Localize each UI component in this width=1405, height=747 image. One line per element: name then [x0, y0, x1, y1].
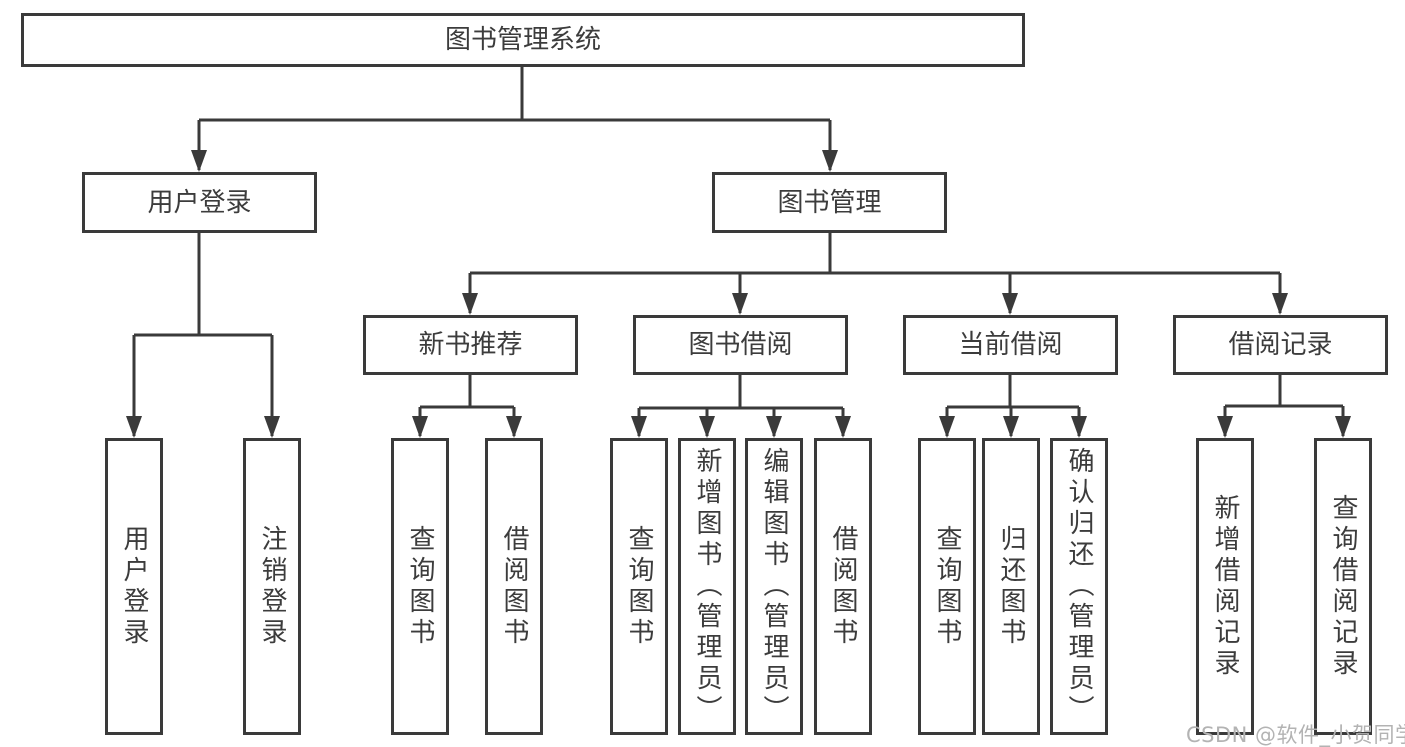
leaf-add-book-admin: 新增图书（管理员） — [678, 438, 736, 735]
arrowheads — [126, 150, 1351, 438]
leaf-query-borrow-record: 查询借阅记录 — [1314, 438, 1372, 735]
leaf-query-books-borrowing: 查询图书 — [610, 438, 668, 735]
leaf-add-borrow-record: 新增借阅记录 — [1196, 438, 1254, 735]
node-current-borrowing: 当前借阅 — [903, 315, 1118, 375]
leaf-edit-book-admin: 编辑图书（管理员） — [745, 438, 803, 735]
node-book-management: 图书管理 — [712, 172, 947, 233]
leaf-query-books-current: 查询图书 — [918, 438, 976, 735]
leaf-query-books-recommend: 查询图书 — [391, 438, 449, 735]
node-library-system: 图书管理系统 — [21, 13, 1025, 67]
leaf-logout: 注销登录 — [243, 438, 301, 735]
csdn-watermark: CSDN @软件_小贺同学 — [1186, 723, 1405, 747]
leaf-return-books: 归还图书 — [982, 438, 1040, 735]
leaf-borrow-books-borrowing: 借阅图书 — [814, 438, 872, 735]
node-borrow-records: 借阅记录 — [1173, 315, 1388, 375]
leaf-user-login: 用户登录 — [105, 438, 163, 735]
leaf-confirm-return-admin: 确认归还（管理员） — [1050, 438, 1108, 735]
node-new-book-recommend: 新书推荐 — [363, 315, 578, 375]
leaf-borrow-books-recommend: 借阅图书 — [485, 438, 543, 735]
node-book-borrowing: 图书借阅 — [633, 315, 848, 375]
node-user-login: 用户登录 — [82, 172, 317, 233]
